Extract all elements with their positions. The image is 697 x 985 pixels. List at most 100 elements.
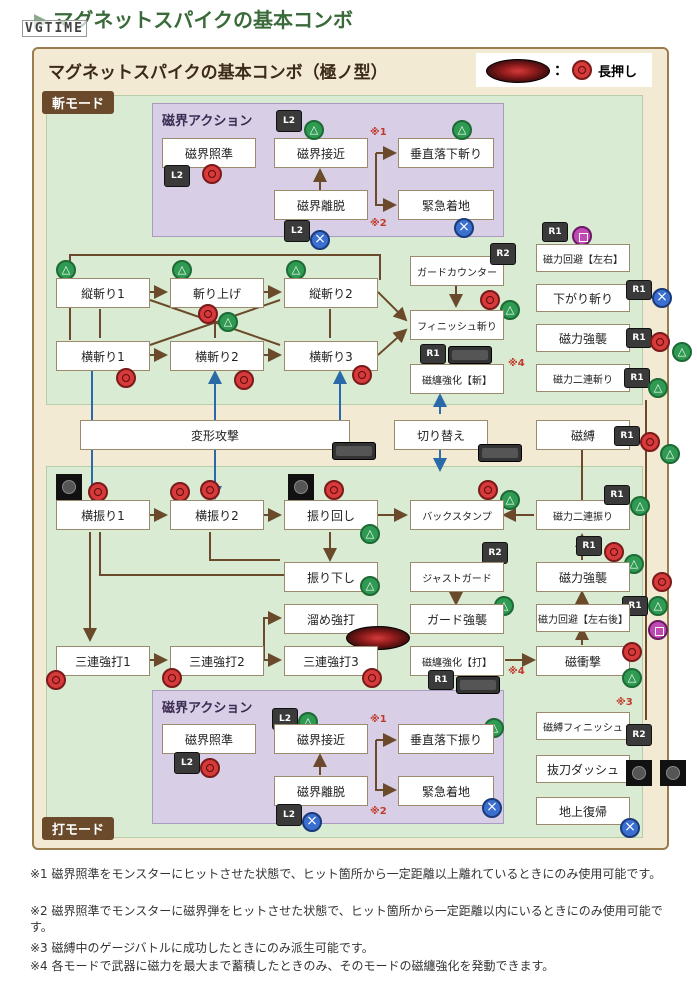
horizontal-slash-1-node: 横斬り1 xyxy=(56,341,150,371)
just-guard-node: ジャストガード xyxy=(410,562,504,592)
triangle-button-icon xyxy=(672,342,692,362)
guard-assault-node: ガード強襲 xyxy=(410,604,504,634)
circle-button-icon xyxy=(604,542,624,562)
circle-button-icon xyxy=(650,332,670,352)
triple-smash-3-node: 三連強打3 xyxy=(284,646,378,676)
triangle-button-icon xyxy=(648,378,668,398)
circle-button-icon xyxy=(652,572,672,592)
triple-smash-1-node: 三連強打1 xyxy=(56,646,150,676)
circle-button-icon xyxy=(324,480,344,500)
touchpad-icon xyxy=(478,444,522,462)
note-2-mark: ※2 xyxy=(370,806,387,817)
triple-smash-2-node: 三連強打2 xyxy=(170,646,264,676)
backstamp-node: バックスタンプ xyxy=(410,500,504,530)
r1-key-icon: R1 xyxy=(624,368,650,388)
footnote-4: ※4 各モードで武器に磁力を最大まで蓄積したときのみ、そのモードの磁纏強化を発動… xyxy=(30,959,555,973)
stick-icon xyxy=(288,474,314,500)
circle-button-icon xyxy=(202,164,222,184)
l2-key-icon: L2 xyxy=(284,220,310,242)
touchpad-icon xyxy=(448,346,492,364)
circle-button-icon xyxy=(622,642,642,662)
note-4-mark: ※4 xyxy=(508,666,525,677)
r2-key-icon: R2 xyxy=(490,243,516,265)
finish-slash-node: フィニッシュ斬り xyxy=(410,310,504,340)
circle-button-icon xyxy=(640,432,660,452)
r2-key-icon: R2 xyxy=(482,542,508,564)
mag-bottom-aim-node: 磁界照準 xyxy=(162,724,256,754)
switch-mode-node: 切り替え xyxy=(394,420,488,450)
triangle-button-icon xyxy=(622,668,642,688)
circle-button-icon xyxy=(352,365,372,385)
triangle-button-icon xyxy=(660,444,680,464)
triangle-button-icon xyxy=(648,596,668,616)
touchpad-icon xyxy=(332,442,376,460)
circle-button-icon xyxy=(88,482,108,502)
l2-key-icon: L2 xyxy=(164,165,190,187)
circle-button-icon xyxy=(116,368,136,388)
vertical-slash-2-node: 縦斬り2 xyxy=(284,278,378,308)
slash-burst-node: 磁纏強化【斬】 xyxy=(410,364,504,394)
guard-counter-node: ガードカウンター xyxy=(410,256,504,286)
note-1-mark: ※1 xyxy=(370,127,387,138)
circle-button-icon xyxy=(170,482,190,502)
cross-button-icon xyxy=(454,218,474,238)
triangle-button-icon xyxy=(56,260,76,280)
bind-finish-node: 磁縛フィニッシュ xyxy=(536,712,630,740)
site-logo: VGTIME xyxy=(22,20,87,37)
page-title: マグネットスパイクの基本コンボ xyxy=(53,8,353,32)
footnote-3: ※3 磁縛中のゲージバトルに成功したときにのみ派生可能です。 xyxy=(30,941,374,955)
circle-button-icon xyxy=(234,370,254,390)
triangle-button-icon xyxy=(286,260,306,280)
sheathe-dash-node: 抜刀ダッシュ xyxy=(536,755,630,783)
touchpad-hold-icon xyxy=(486,59,550,83)
r1-key-icon: R1 xyxy=(626,280,652,300)
slash-assault-node: 磁力強襲 xyxy=(536,324,630,352)
circle-button-icon xyxy=(478,480,498,500)
cross-button-icon xyxy=(620,818,640,838)
slash-evade-node: 磁力回避【左右】 xyxy=(536,244,630,272)
diagram-title: マグネットスパイクの基本コンボ（極ノ型） xyxy=(48,63,388,83)
mag-bottom-vertical-drop-node: 垂直落下振り xyxy=(398,724,494,754)
triangle-button-icon xyxy=(304,120,324,140)
r1-key-icon: R1 xyxy=(542,222,568,242)
impact-mode-tag: 打モード xyxy=(42,817,115,840)
cross-button-icon xyxy=(482,798,502,818)
vertical-slash-1-node: 縦斬り1 xyxy=(56,278,150,308)
triangle-button-icon xyxy=(360,524,380,544)
l2-key-icon: L2 xyxy=(276,110,302,132)
legend-separator: ： xyxy=(554,63,568,79)
circle-button-icon xyxy=(46,670,66,690)
mag-top-vertical-drop-node: 垂直落下斬り xyxy=(398,138,494,168)
footnote-1: ※1 磁界照準をモンスターにヒットさせた状態で、ヒット箇所から一定距離以上離れて… xyxy=(30,867,662,881)
footnote-2: ※2 磁界照準でモンスターに磁界弾をヒットさせた状態で、ヒット箇所から一定距離以… xyxy=(30,904,663,934)
mag-top-emergency-landing-node: 緊急着地 xyxy=(398,190,494,220)
slash-mode-tag: 斬モード xyxy=(42,91,115,114)
horizontal-swing-1-node: 横振り1 xyxy=(56,500,150,530)
circle-button-icon xyxy=(572,60,592,80)
mag-top-approach-node: 磁界接近 xyxy=(274,138,368,168)
note-2-mark: ※2 xyxy=(370,218,387,229)
triangle-button-icon xyxy=(218,312,238,332)
cross-button-icon xyxy=(652,288,672,308)
triangle-button-icon xyxy=(630,496,650,516)
circle-button-icon xyxy=(198,304,218,324)
triangle-button-icon xyxy=(500,300,520,320)
stick-icon xyxy=(660,760,686,786)
magnetic-actions-top-title: 磁界アクション xyxy=(162,114,253,129)
mag-bottom-emergency-landing-node: 緊急着地 xyxy=(398,776,494,806)
note-3-mark: ※3 xyxy=(616,697,633,708)
circle-button-icon xyxy=(362,668,382,688)
r2-key-icon: R2 xyxy=(626,724,652,746)
legend-label: 長押し xyxy=(598,65,638,80)
r1-key-icon: R1 xyxy=(428,670,454,690)
impact-double-node: 磁力二連振り xyxy=(536,500,630,530)
impact-burst-node: 磁纏強化【打】 xyxy=(410,646,504,676)
mag-bottom-approach-node: 磁界接近 xyxy=(274,724,368,754)
triangle-button-icon xyxy=(172,260,192,280)
triangle-button-icon xyxy=(360,576,380,596)
circle-button-icon xyxy=(480,290,500,310)
l2-key-icon: L2 xyxy=(174,752,200,774)
circle-button-icon xyxy=(200,480,220,500)
mag-bottom-disengage-node: 磁界離脱 xyxy=(274,776,368,806)
